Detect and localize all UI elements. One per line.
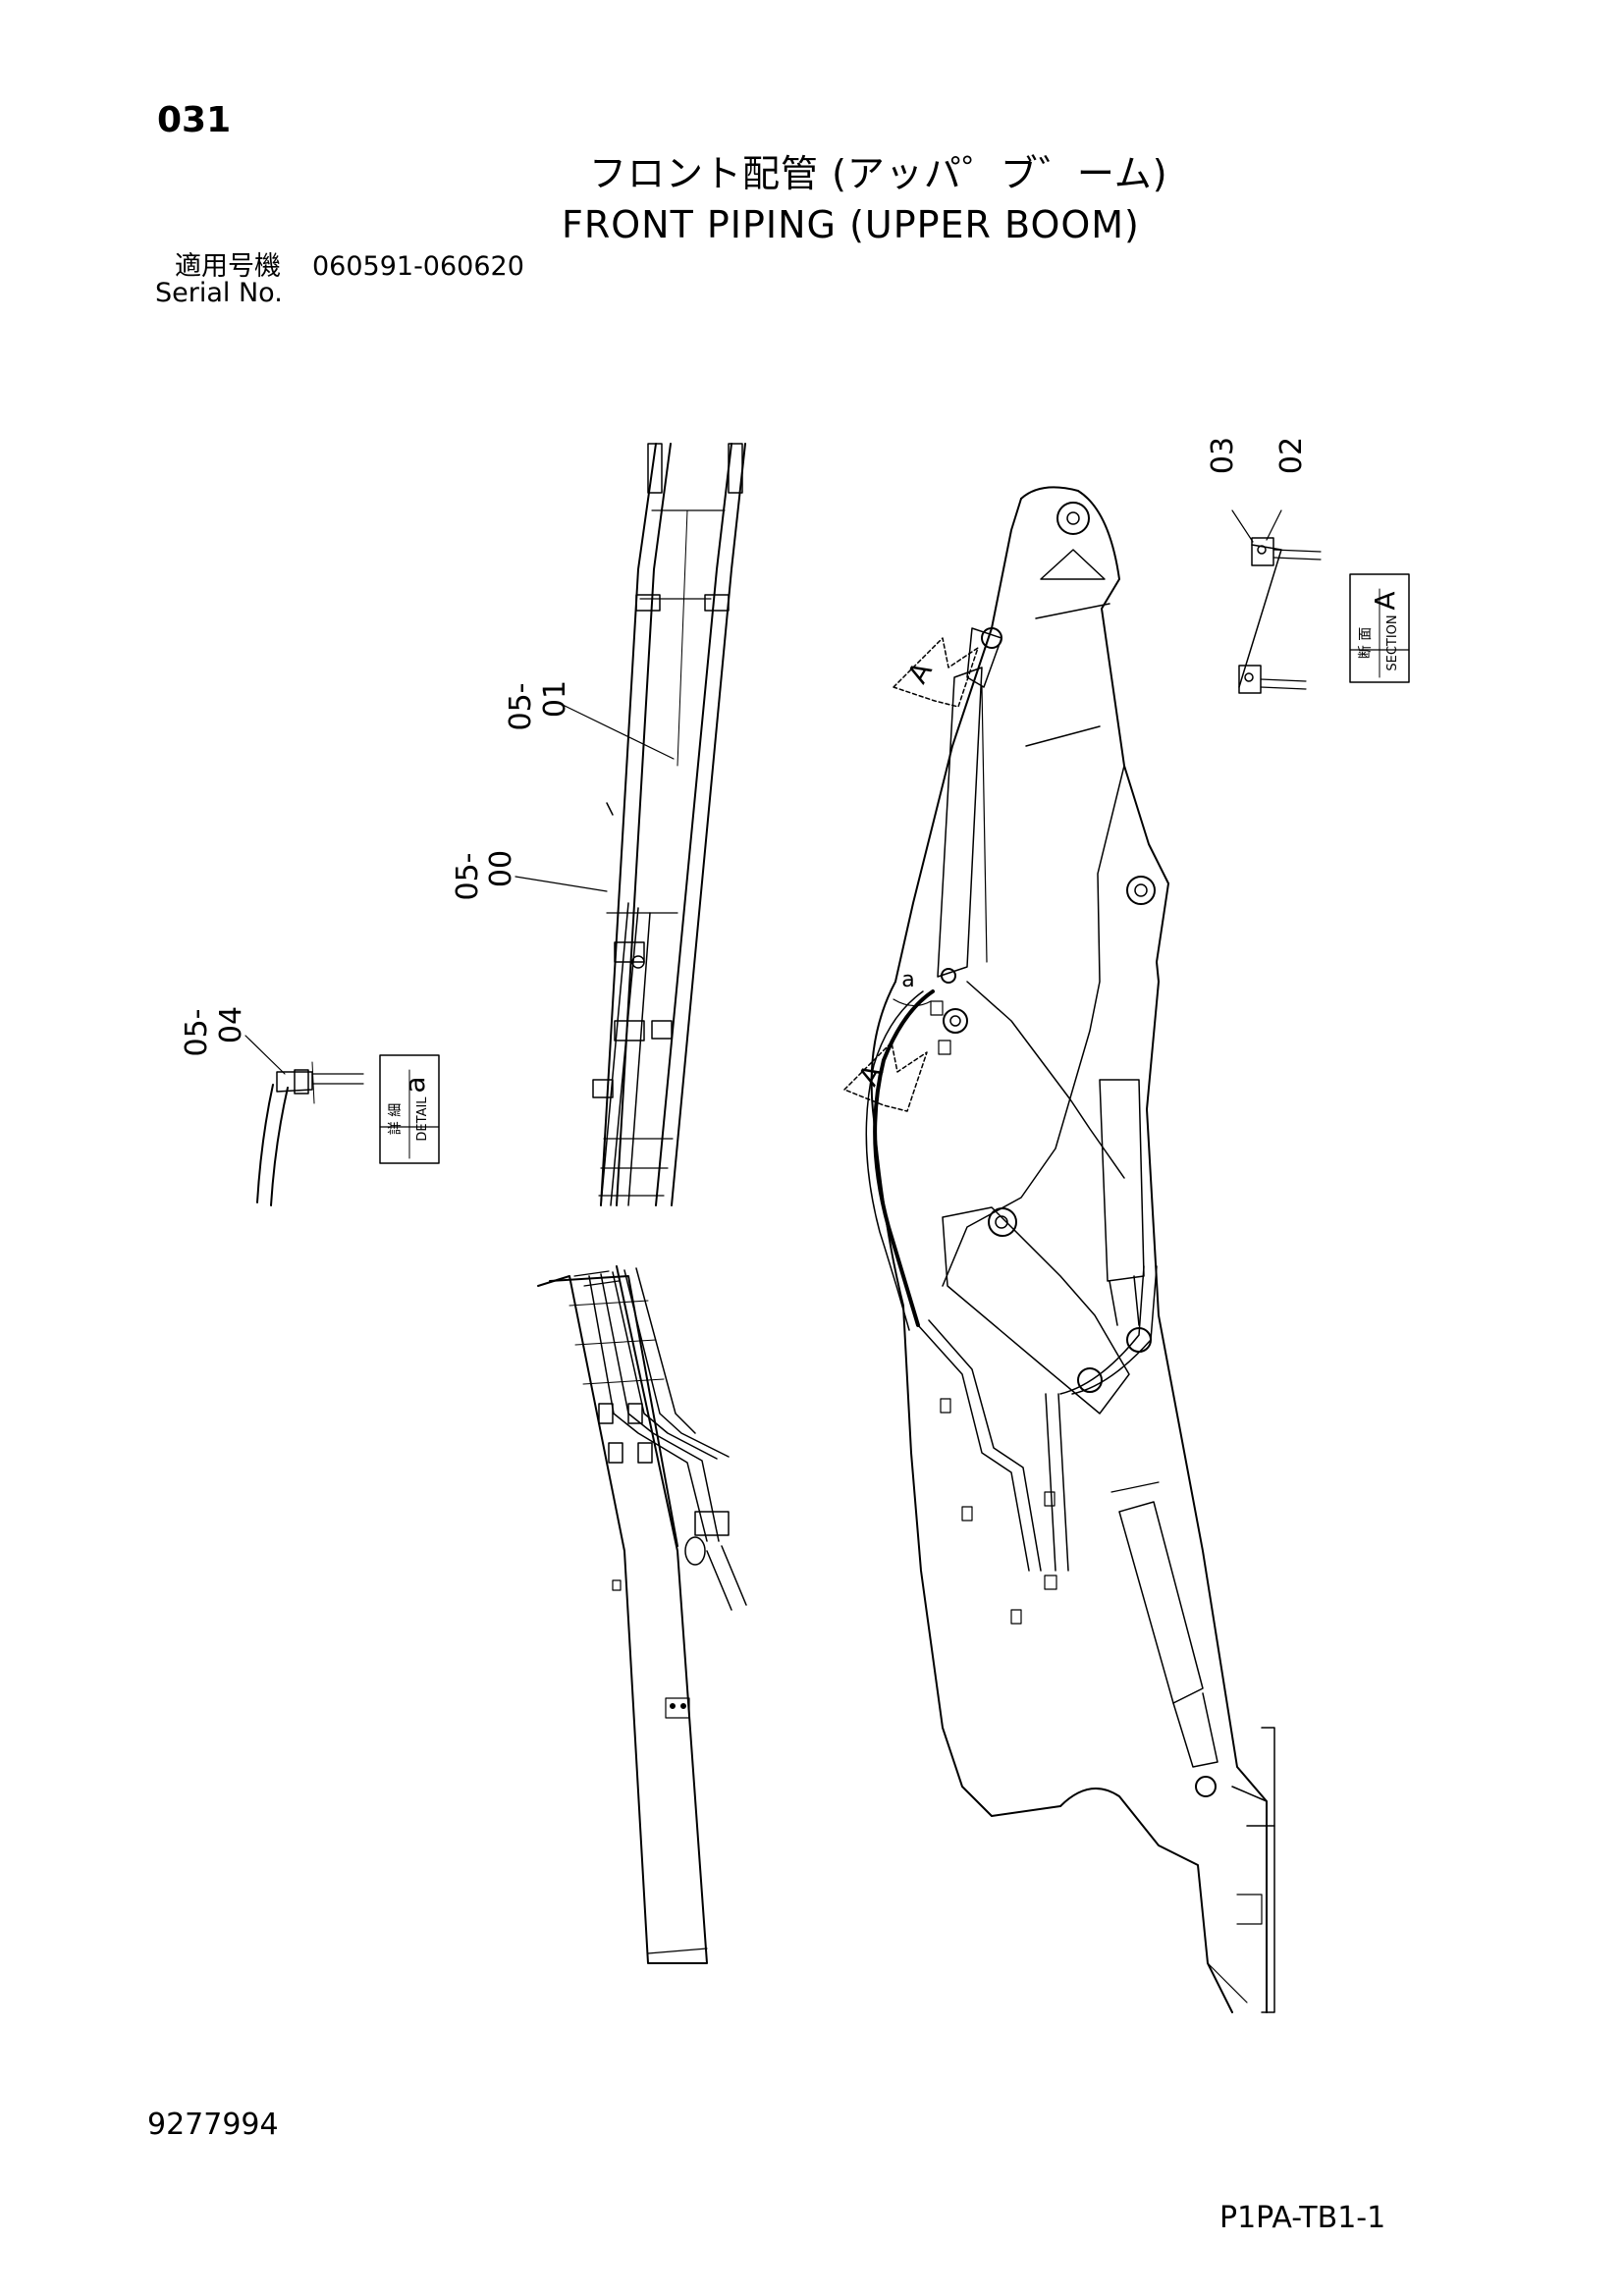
serial-range: 060591-060620 <box>312 251 524 282</box>
detail-label-japanese: 詳 細 <box>388 1103 404 1135</box>
callout-05-00-top: 05- <box>451 853 485 901</box>
page-number: 031 <box>157 100 232 140</box>
detail-a-label-box: a 詳 細 DETAIL <box>379 1054 440 1164</box>
detail-marker-letter: a <box>901 968 914 992</box>
callout-05-01-top: 05- <box>504 683 538 731</box>
section-label-japanese: 断 面 <box>1358 627 1374 659</box>
section-label-english: SECTION <box>1385 614 1400 670</box>
sheet-code: P1PA-TB1-1 <box>1219 2201 1386 2235</box>
callout-02: 02 <box>1274 437 1309 474</box>
leader-05-00 <box>514 876 608 892</box>
page-title-japanese: フロント配管 (アッパ゜ブ゛ーム) <box>589 152 1168 195</box>
detail-a-inset <box>244 1035 364 1206</box>
leader-05-01 <box>562 704 675 760</box>
callout-05-04-bottom: 04 <box>214 1006 248 1043</box>
callout-03: 03 <box>1206 437 1240 474</box>
callout-05-01-bottom: 01 <box>538 680 572 718</box>
upper-boom <box>865 486 1275 2013</box>
section-label-letter: A <box>1369 591 1401 610</box>
piping-assembly-top <box>592 443 746 1206</box>
view-arrow-a-upper: A <box>893 637 979 708</box>
detail-label-letter: a <box>399 1076 431 1093</box>
detail-label-english: DETAIL <box>415 1096 430 1142</box>
detail-marker-a: a <box>893 968 932 1007</box>
drawing-number: 9277994 <box>147 2108 279 2142</box>
section-a-label-box: A 断 面 SECTION <box>1349 573 1410 683</box>
page-title-english: FRONT PIPING (UPPER BOOM) <box>562 203 1140 246</box>
piping-assembly-bottom <box>537 1265 747 1964</box>
callout-05-04-top: 05- <box>180 1009 214 1057</box>
callout-05-00-bottom: 00 <box>484 850 518 887</box>
serial-label-english: Serial No. <box>155 278 283 308</box>
section-a-inset <box>1231 509 1322 694</box>
serial-label-japanese: 適用号機 <box>175 251 281 282</box>
